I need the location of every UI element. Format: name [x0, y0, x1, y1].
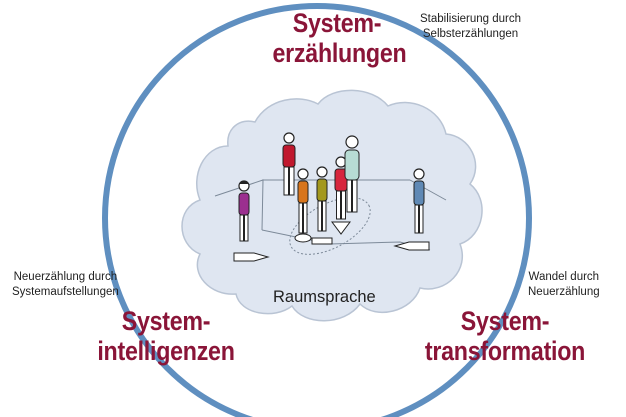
- heading-right-line-1: System-: [460, 306, 550, 336]
- heading-top-line-2: erzählungen: [272, 38, 407, 68]
- heading-left-line-1: System-: [121, 306, 211, 336]
- figure-orange: [294, 168, 312, 243]
- note-left-line-1: Neuerzählung durch: [13, 271, 118, 283]
- note-top-right: Stabilisierung durch Selbsterzählungen: [420, 12, 521, 42]
- heading-system-intelligenzen: System- intelligenzen: [97, 306, 235, 366]
- note-top-right-line-1: Stabilisierung durch: [420, 13, 522, 25]
- heading-system-transformation: System- transformation: [423, 306, 586, 366]
- note-right-line-1: Wandel durch: [528, 271, 600, 283]
- note-top-right-line-2: Selbsterzählungen: [422, 28, 519, 40]
- figure-tall-mint: [344, 135, 360, 213]
- figure-olive: [311, 166, 333, 245]
- outer-ring: [102, 3, 532, 417]
- figure-purple: [233, 180, 270, 262]
- floor-ellipse: [289, 197, 371, 255]
- heading-system-erzaehlungen: System- erzählungen: [272, 8, 407, 68]
- figure-red-front: [331, 156, 351, 235]
- heading-right-line-2: transformation: [424, 336, 586, 366]
- note-right-line-2: Neuerzählung: [528, 286, 600, 298]
- cloud-shape: [181, 89, 483, 322]
- note-left-line-2: Systemaufstellungen: [12, 286, 119, 298]
- note-left: Neuerzählung durch Systemaufstellungen: [12, 270, 119, 300]
- note-right: Wandel durch Neuerzählung: [528, 270, 600, 300]
- heading-top-line-1: System-: [292, 8, 382, 38]
- cloud-label-raumsprache: Raumsprache: [273, 288, 376, 306]
- figure-blue: [393, 168, 430, 251]
- heading-left-line-2: intelligenzen: [97, 336, 235, 366]
- figure-red-back: [282, 132, 296, 196]
